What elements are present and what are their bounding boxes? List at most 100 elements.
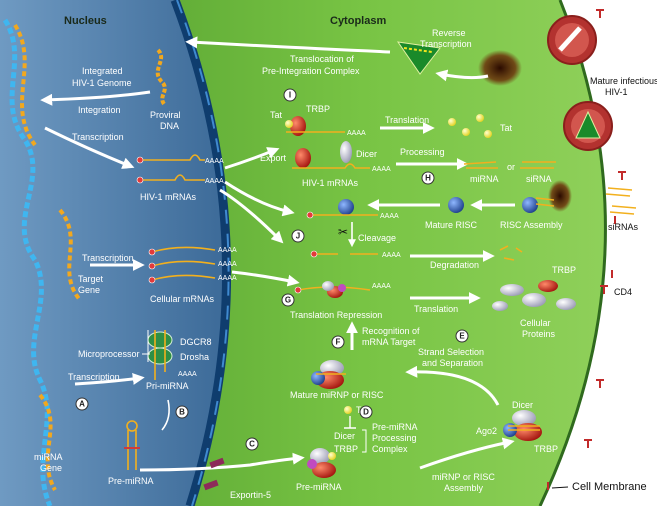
mature-mirnp-complex	[311, 360, 346, 389]
integrated-genome-strand	[13, 23, 37, 147]
step-g-letter: G	[285, 296, 291, 305]
cleavage-label: Cleavage	[358, 233, 396, 243]
degraded-fragments	[499, 245, 523, 261]
mirna-gene-strand	[38, 393, 57, 491]
step-a-letter: A	[79, 400, 85, 409]
chromosome-dna	[2, 18, 53, 507]
dicer-mid-label: Dicer	[356, 149, 377, 159]
nuclear-pores	[176, 0, 230, 507]
mirnp-assembly-label-2: Assembly	[444, 483, 484, 493]
sirnas-outside	[605, 187, 637, 215]
cell-membrane-pointer	[551, 486, 569, 489]
integrated-genome-label-2: HIV-1 Genome	[72, 78, 132, 88]
mirna-gene-label-1: miRNA	[34, 452, 63, 462]
export-label: Export	[260, 153, 287, 163]
step-j-letter: J	[296, 232, 300, 241]
step-d-circle	[359, 405, 373, 419]
hiv-mrna-cyto	[292, 163, 370, 169]
export-pre-mirna-arrow	[139, 452, 305, 472]
mirna-duplex	[463, 161, 498, 169]
trbp-top-label: TRBP	[306, 104, 330, 114]
proviral-dna-helix	[155, 48, 167, 106]
cellular-mrnas: AAAA AAAA AAAA	[148, 246, 237, 284]
svg-text:AAAA: AAAA	[218, 261, 237, 268]
processing-label: Processing	[400, 147, 445, 157]
sirna-duplex	[520, 161, 556, 169]
complex-label-3: Complex	[372, 444, 408, 454]
risc-loading-complex	[503, 410, 542, 441]
export-arrow	[224, 147, 280, 170]
cd4-receptors	[547, 9, 626, 490]
nucleus-region	[0, 0, 227, 506]
svg-text:AAAA: AAAA	[205, 178, 224, 185]
cellular-mrna-export-arrow	[231, 270, 300, 287]
step-j-circle	[291, 229, 305, 243]
mature-risc-ball	[448, 197, 464, 213]
translation-repression-label: Translation Repression	[290, 310, 382, 320]
step-i-letter: I	[289, 91, 291, 100]
pri-mirna-label: Pri-miRNA	[146, 381, 189, 391]
recognition-label-1: Recognition of	[362, 326, 420, 336]
cleaved-mrna-cap	[310, 250, 318, 258]
risc-assembly-ball	[522, 197, 538, 213]
mirnp-assembly-arrow	[419, 437, 515, 470]
target-gene-label-2: Gene	[78, 285, 100, 295]
tat-top-label: Tat	[270, 110, 283, 120]
mirnp-assembly-label-1: miRNP or RISC	[432, 472, 495, 482]
reverse-transcription-label-1: Reverse	[432, 28, 466, 38]
complex-label-2: Processing	[372, 433, 417, 443]
hiv-virion-bottom	[563, 101, 613, 151]
step-f-letter: F	[336, 338, 341, 347]
proviral-dna-label-2: DNA	[160, 121, 179, 131]
hiv-mrna-to-cleavage-arrow	[219, 188, 284, 244]
step-h-letter: H	[425, 174, 431, 183]
tat-protein-dots	[448, 114, 492, 138]
cd4-label: CD4	[614, 287, 632, 297]
scissors-icon: ✂	[338, 225, 348, 239]
step-e-letter: E	[459, 332, 465, 341]
cellular-protein-shapes	[492, 280, 576, 311]
svg-text:AAAA: AAAA	[205, 158, 224, 165]
dgcr8-label: DGCR8	[180, 337, 212, 347]
integrated-genome-label-1: Integrated	[82, 66, 123, 76]
translocation-label-1: Translocation of	[290, 54, 354, 64]
hiv-virion-top	[547, 15, 597, 65]
dicer-right-label: Dicer	[512, 400, 533, 410]
hiv-mrna-cyto-aaaa: AAAA	[372, 166, 391, 173]
pre-mirna-cyto-label: Pre-miRNA	[296, 482, 342, 492]
dicer-complex-label: Dicer	[334, 431, 355, 441]
reverse-transcription-arrow	[435, 69, 489, 82]
cellular-mrnas-label: Cellular mRNAs	[150, 294, 215, 304]
risc-assembly-label: RISC Assembly	[500, 220, 563, 230]
drosha-cut-arrow	[161, 399, 170, 431]
trbp-top-shape	[290, 116, 306, 136]
trbp-right-label: TRBP	[534, 444, 558, 454]
step-i-circle	[283, 88, 297, 102]
svg-text:AAAA: AAAA	[218, 247, 237, 254]
drosha-label: Drosha	[180, 352, 209, 362]
step-f-circle	[331, 335, 345, 349]
cleaved-mrna-aaaa: AAAA	[382, 252, 401, 259]
ago2-label: Ago2	[476, 426, 497, 436]
tat-mrna-aaaa: AAAA	[347, 130, 366, 137]
exportin-5-shape-2	[203, 479, 219, 491]
step-e-circle	[455, 329, 469, 343]
hiv-mrna-to-risc-arrow	[224, 180, 295, 217]
dicer-mid-shape	[340, 141, 352, 163]
transcription-label-1: Transcription	[72, 132, 124, 142]
pre-mirna-nucleus-label: Pre-miRNA	[108, 476, 154, 486]
cell-membrane-line	[538, 0, 607, 507]
step-b-letter: B	[179, 408, 185, 417]
tat-small-shape	[344, 406, 352, 414]
exportin-label: Exportin-5	[230, 490, 271, 500]
step-c-letter: C	[249, 440, 255, 449]
translation-mid-label: Translation	[414, 304, 458, 314]
strand-selection-arrow	[405, 365, 500, 406]
pre-integration-complex	[396, 41, 441, 75]
step-c-circle	[245, 437, 259, 451]
microprocessor-complex	[147, 330, 173, 380]
step-b-circle	[175, 405, 189, 419]
microprocessor-label: Microprocessor	[78, 349, 140, 359]
svg-text:AAAA: AAAA	[218, 275, 237, 282]
